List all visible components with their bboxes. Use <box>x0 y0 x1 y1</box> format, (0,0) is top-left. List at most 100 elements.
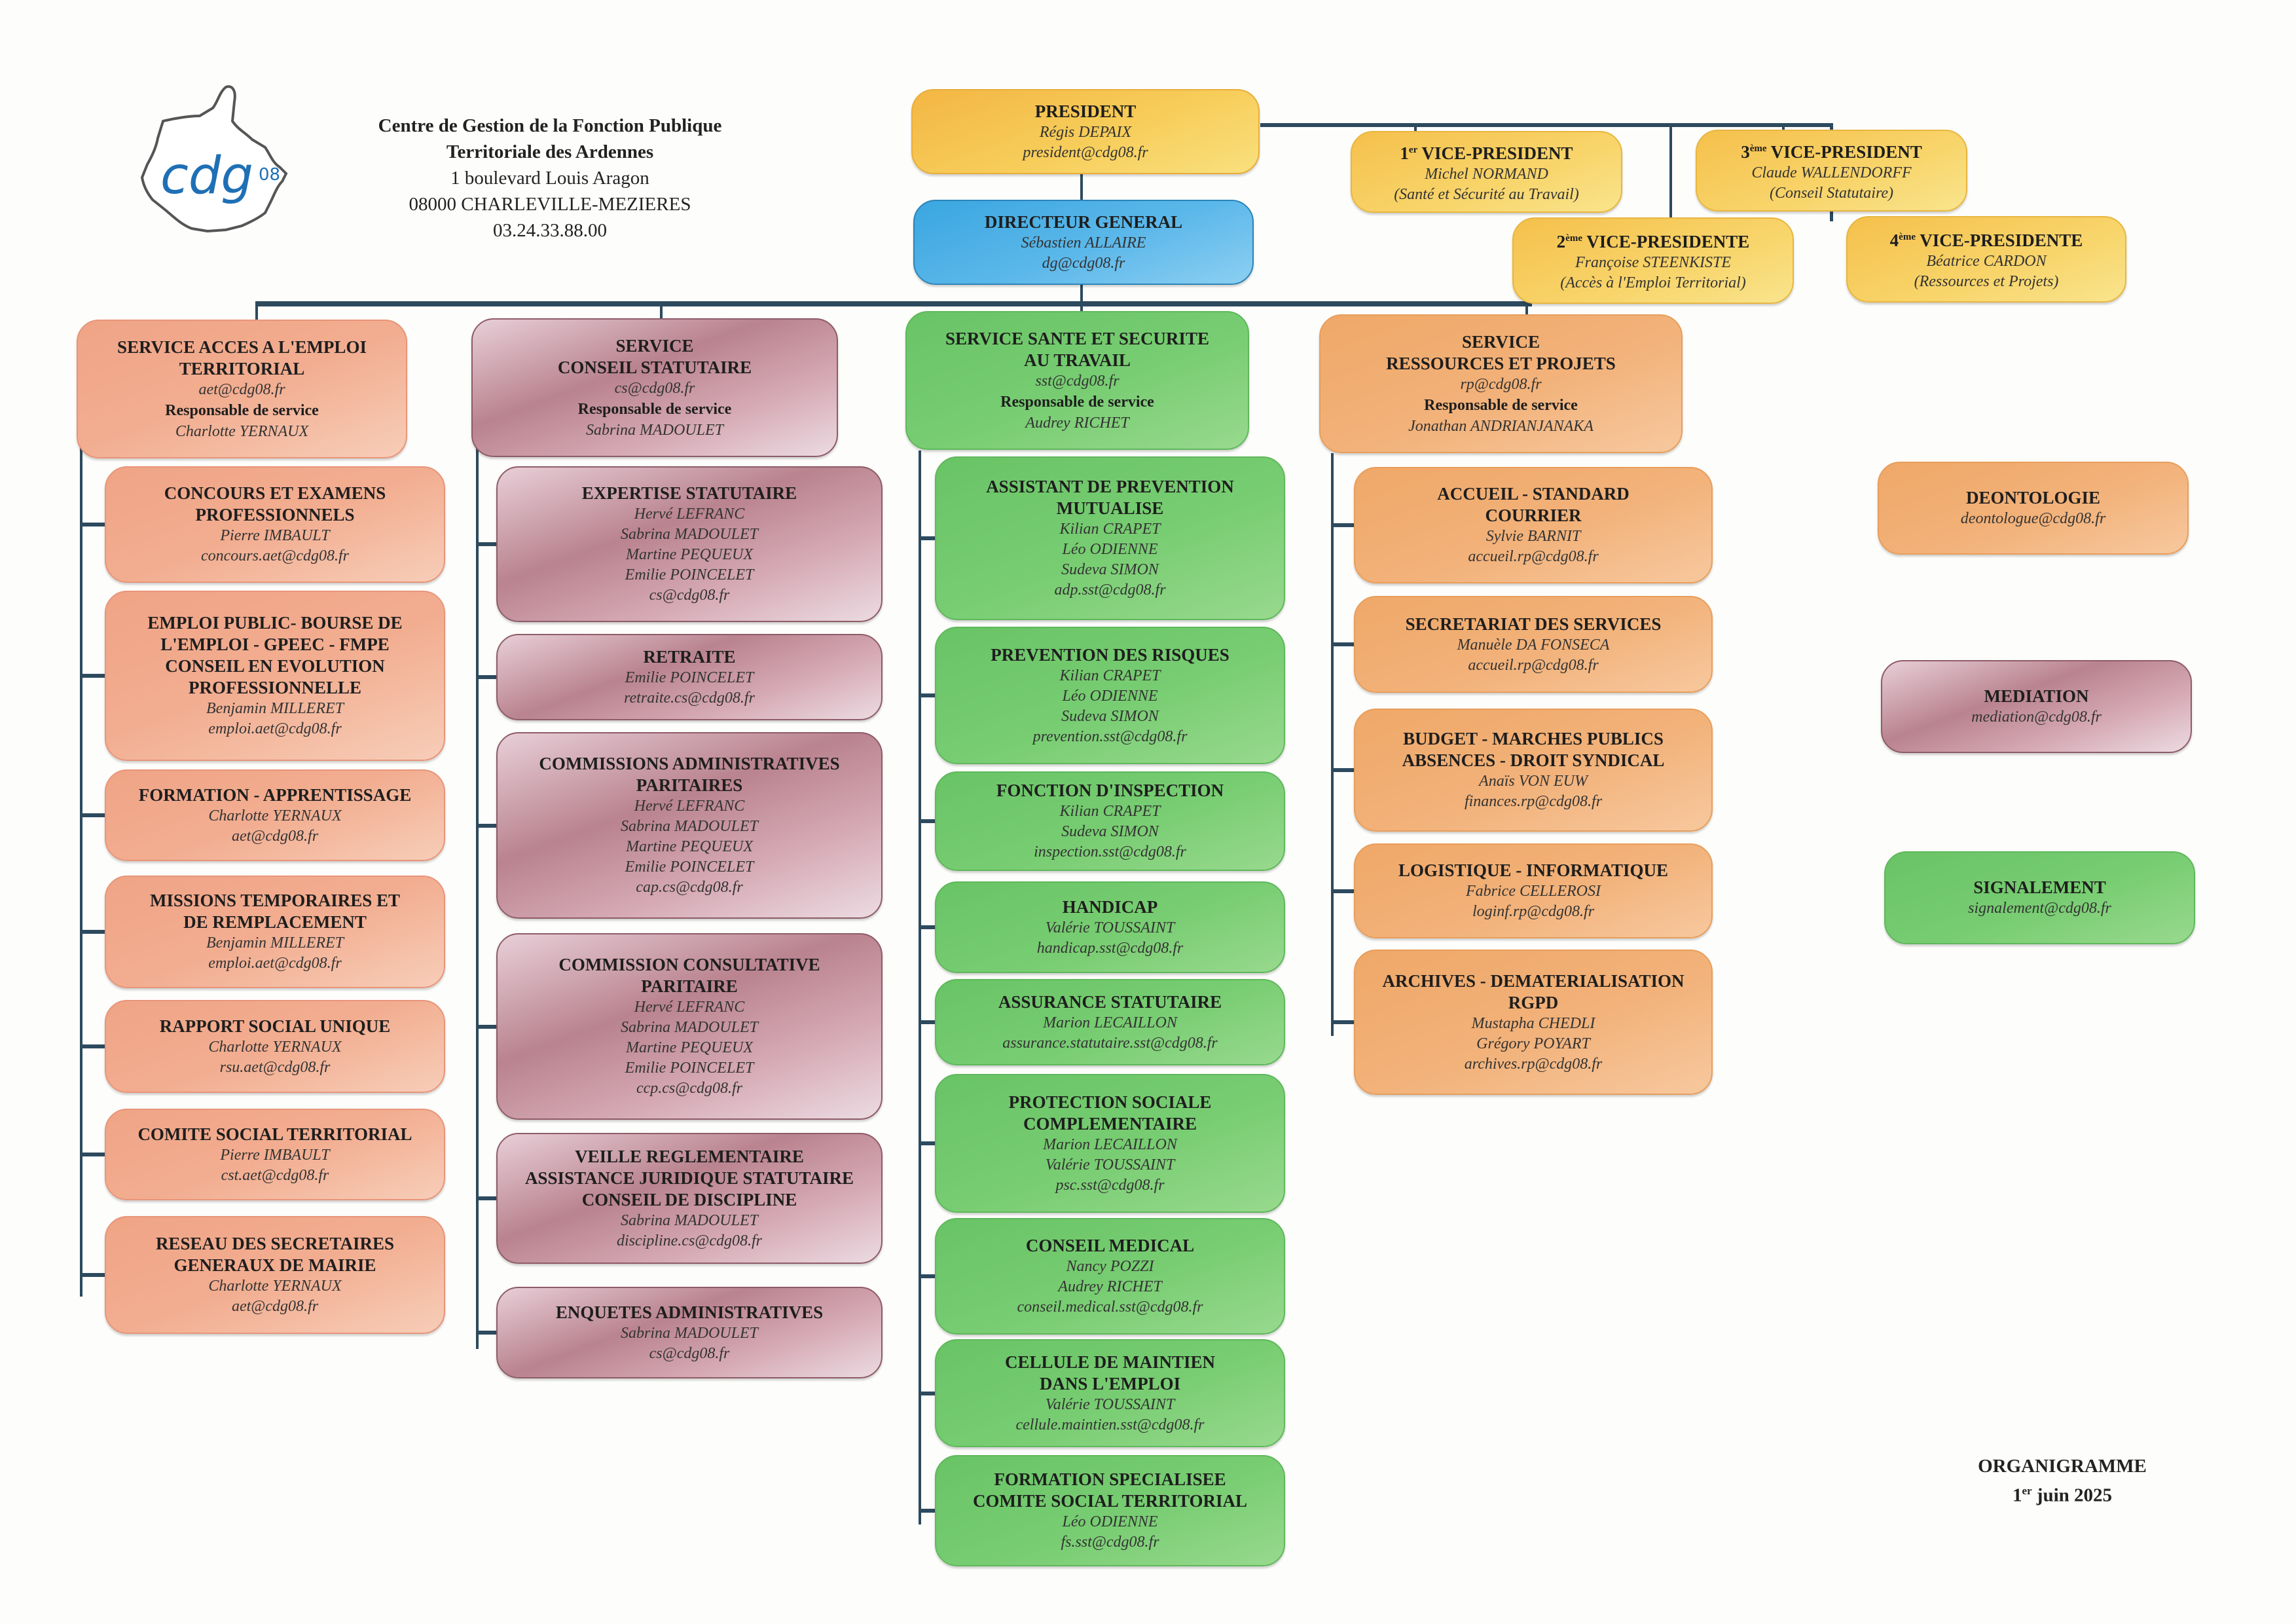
service-cs-box[interactable]: SERVICE CONSEIL STATUTAIRE cs@cdg08.fr R… <box>471 318 838 457</box>
unit-email[interactable]: retraite.cs@cdg08.fr <box>624 689 755 707</box>
directeur-general-box[interactable]: DIRECTEUR GENERAL Sébastien ALLAIRE dg@c… <box>913 200 1254 285</box>
unit-email[interactable]: aet@cdg08.fr <box>231 827 319 845</box>
connector-tick <box>919 925 935 929</box>
service-email[interactable]: rp@cdg08.fr <box>1460 375 1542 393</box>
mediation-box[interactable]: MEDIATION mediation@cdg08.fr <box>1881 660 2192 753</box>
org-name-line2: Territoriale des Ardennes <box>446 141 654 162</box>
unit-email[interactable]: prevention.sst@cdg08.fr <box>1032 728 1188 745</box>
unit-email[interactable]: ccp.cs@cdg08.fr <box>636 1080 743 1097</box>
unit-box[interactable]: EMPLOI PUBLIC- BOURSE DE L'EMPLOI - GPEE… <box>105 591 445 761</box>
unit-person: Sudeva SIMON <box>1061 707 1159 725</box>
unit-email[interactable]: emploi.aet@cdg08.fr <box>208 720 342 737</box>
unit-email[interactable]: cap.cs@cdg08.fr <box>636 879 743 896</box>
vp-name: Françoise STEENKISTE <box>1575 254 1731 271</box>
unit-email[interactable]: cst.aet@cdg08.fr <box>221 1166 329 1184</box>
unit-box[interactable]: FORMATION SPECIALISEE COMITE SOCIAL TERR… <box>935 1455 1285 1566</box>
unit-box[interactable]: RESEAU DES SECRETAIRES GENERAUX DE MAIRI… <box>105 1216 445 1334</box>
unit-email[interactable]: cs@cdg08.fr <box>649 587 730 604</box>
vice-president-4-box[interactable]: 4ème VICE-PRESIDENTE Béatrice CARDON (Re… <box>1846 216 2126 303</box>
vice-president-1-box[interactable]: 1er VICE-PRESIDENT Michel NORMAND (Santé… <box>1351 131 1622 213</box>
unit-email[interactable]: handicap.sst@cdg08.fr <box>1036 939 1184 957</box>
unit-email[interactable]: inspection.sst@cdg08.fr <box>1034 843 1186 860</box>
connector-tick <box>476 1331 496 1335</box>
unit-email[interactable]: fs.sst@cdg08.fr <box>1061 1534 1159 1551</box>
vice-president-3-box[interactable]: 3ème VICE-PRESIDENT Claude WALLENDORFF (… <box>1696 130 1967 212</box>
unit-title: BUDGET - MARCHES PUBLICS ABSENCES - DROI… <box>1402 729 1665 770</box>
unit-box[interactable]: BUDGET - MARCHES PUBLICS ABSENCES - DROI… <box>1354 709 1713 832</box>
vice-president-2-box[interactable]: 2ème VICE-PRESIDENTE Françoise STEENKIST… <box>1512 217 1794 304</box>
service-rp-box[interactable]: SERVICE RESSOURCES ET PROJETS rp@cdg08.f… <box>1319 314 1683 453</box>
connector-tick <box>80 1153 105 1156</box>
directeur-email[interactable]: dg@cdg08.fr <box>1042 254 1125 272</box>
service-email[interactable]: sst@cdg08.fr <box>1035 372 1120 390</box>
signalement-box[interactable]: SIGNALEMENT signalement@cdg08.fr <box>1884 851 2195 944</box>
logo-text: cdg <box>160 147 253 206</box>
connector <box>1260 123 1833 127</box>
connector <box>1669 123 1672 225</box>
unit-email[interactable]: conseil.medical.sst@cdg08.fr <box>1017 1299 1203 1316</box>
standalone-email[interactable]: mediation@cdg08.fr <box>1971 709 2102 726</box>
unit-box[interactable]: VEILLE REGLEMENTAIRE ASSISTANCE JURIDIQU… <box>496 1133 883 1264</box>
unit-person: Benjamin MILLERET <box>206 700 344 717</box>
unit-email[interactable]: rsu.aet@cdg08.fr <box>219 1058 331 1076</box>
president-title: PRESIDENT <box>1034 101 1137 121</box>
unit-email[interactable]: adp.sst@cdg08.fr <box>1054 581 1166 599</box>
footer-date: 1er juin 2025 <box>2012 1485 2113 1506</box>
president-email[interactable]: president@cdg08.fr <box>1023 143 1148 161</box>
unit-title: VEILLE REGLEMENTAIRE ASSISTANCE JURIDIQU… <box>524 1146 854 1209</box>
service-aet-box[interactable]: SERVICE ACCES A L'EMPLOI TERRITORIAL aet… <box>77 320 407 458</box>
unit-email[interactable]: finances.rp@cdg08.fr <box>1464 793 1603 810</box>
service-title: SERVICE CONSEIL STATUTAIRE <box>557 335 752 377</box>
unit-title: RESEAU DES SECRETAIRES GENERAUX DE MAIRI… <box>155 1234 395 1275</box>
unit-title: ENQUETES ADMINISTRATIVES <box>555 1302 824 1322</box>
unit-email[interactable]: archives.rp@cdg08.fr <box>1464 1055 1603 1073</box>
service-email[interactable]: cs@cdg08.fr <box>614 379 695 397</box>
connector-tick <box>80 1044 105 1048</box>
unit-email[interactable]: psc.sst@cdg08.fr <box>1055 1176 1165 1194</box>
unit-person: Hervé LEFRANC <box>634 798 745 815</box>
unit-email[interactable]: emploi.aet@cdg08.fr <box>208 955 342 972</box>
unit-email[interactable]: aet@cdg08.fr <box>231 1298 319 1315</box>
unit-email[interactable]: cs@cdg08.fr <box>649 1344 730 1362</box>
unit-email[interactable]: loginf.rp@cdg08.fr <box>1472 903 1595 920</box>
unit-title: PREVENTION DES RISQUES <box>991 644 1230 665</box>
unit-email[interactable]: accueil.rp@cdg08.fr <box>1468 548 1599 565</box>
unit-person: Sylvie BARNIT <box>1485 528 1581 545</box>
connector-tick <box>476 675 496 679</box>
standalone-email[interactable]: signalement@cdg08.fr <box>1968 900 2111 917</box>
unit-email[interactable]: cellule.maintien.sst@cdg08.fr <box>1015 1416 1205 1433</box>
deontologie-box[interactable]: DEONTOLOGIE deontologue@cdg08.fr <box>1878 462 2189 555</box>
president-box[interactable]: PRESIDENT Régis DEPAIX president@cdg08.f… <box>911 89 1260 174</box>
unit-title: RETRAITE <box>643 646 736 667</box>
service-resp-label: Responsable de service <box>1000 393 1154 411</box>
unit-email[interactable]: concours.aet@cdg08.fr <box>200 547 350 564</box>
unit-email[interactable]: accueil.rp@cdg08.fr <box>1468 656 1599 674</box>
unit-email[interactable]: discipline.cs@cdg08.fr <box>616 1232 763 1249</box>
standalone-email[interactable]: deontologue@cdg08.fr <box>1960 510 2106 527</box>
service-sst-box[interactable]: SERVICE SANTE ET SECURITE AU TRAVAIL sst… <box>905 311 1249 450</box>
service-email[interactable]: aet@cdg08.fr <box>198 380 285 398</box>
unit-email[interactable]: assurance.statutaire.sst@cdg08.fr <box>1002 1034 1218 1052</box>
